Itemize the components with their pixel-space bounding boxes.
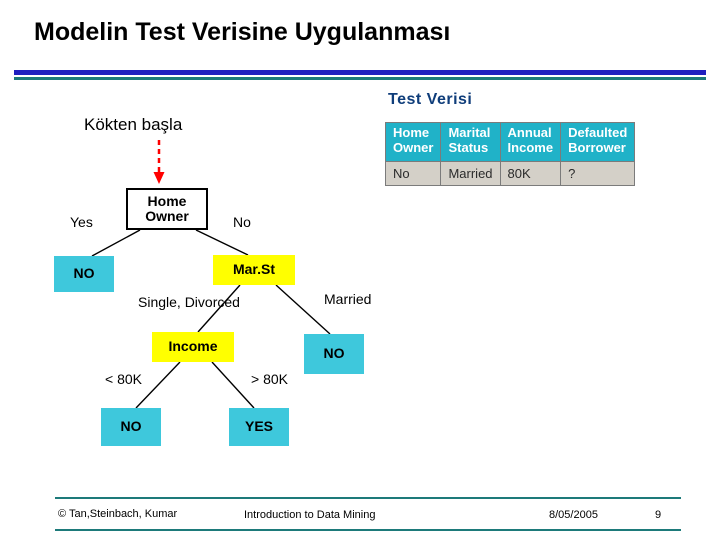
test-data-label: Test Verisi xyxy=(388,91,473,108)
column-header-annual-income: Annual Income xyxy=(499,122,562,162)
tree-node-no-2: NO xyxy=(304,334,364,374)
header-rule-teal xyxy=(14,77,706,80)
tree-node-home-owner: Home Owner xyxy=(126,188,208,230)
cell-home-owner: No xyxy=(384,160,442,186)
tree-node-no-3: NO xyxy=(101,408,161,446)
page-title: Modelin Test Verisine Uygulanması xyxy=(34,18,451,46)
tree-node-no-1: NO xyxy=(54,256,114,292)
test-record-table: Home Owner Marital Status Annual Income … xyxy=(384,122,636,186)
cell-defaulted-borrower: ? xyxy=(560,160,636,186)
edge-label-lt-80k: < 80K xyxy=(105,371,142,387)
footer-credit: © Tan,Steinbach, Kumar xyxy=(58,508,178,520)
edge-label-no: No xyxy=(233,214,251,230)
edge-label-yes: Yes xyxy=(70,214,93,230)
footer-date: 8/05/2005 xyxy=(549,509,598,521)
start-arrow-icon xyxy=(153,140,165,184)
table-header-row: Home Owner Marital Status Annual Income … xyxy=(384,122,636,162)
column-header-home-owner: Home Owner xyxy=(384,122,442,162)
start-at-root-label: Kökten başla xyxy=(84,115,183,134)
tree-node-yes: YES xyxy=(229,408,289,446)
cell-marital-status: Married xyxy=(440,160,501,186)
footer-page-number: 9 xyxy=(655,509,662,521)
edge-label-gt-80k: > 80K xyxy=(251,371,288,387)
table-row: No Married 80K ? xyxy=(384,160,636,186)
footer-book-title: Introduction to Data Mining xyxy=(244,509,376,521)
footer-rule-top xyxy=(55,497,681,499)
tree-node-mar-st: Mar.St xyxy=(213,255,295,285)
edge-label-married: Married xyxy=(324,291,372,307)
tree-node-income: Income xyxy=(152,332,234,362)
header-rule-blue xyxy=(14,70,706,75)
edge-label-single-divorced: Single, Divorced xyxy=(138,294,240,310)
column-header-marital-status: Marital Status xyxy=(440,122,501,162)
cell-annual-income: 80K xyxy=(499,160,562,186)
footer-rule-bottom xyxy=(55,529,681,531)
column-header-defaulted-borrower: Defaulted Borrower xyxy=(560,122,636,162)
